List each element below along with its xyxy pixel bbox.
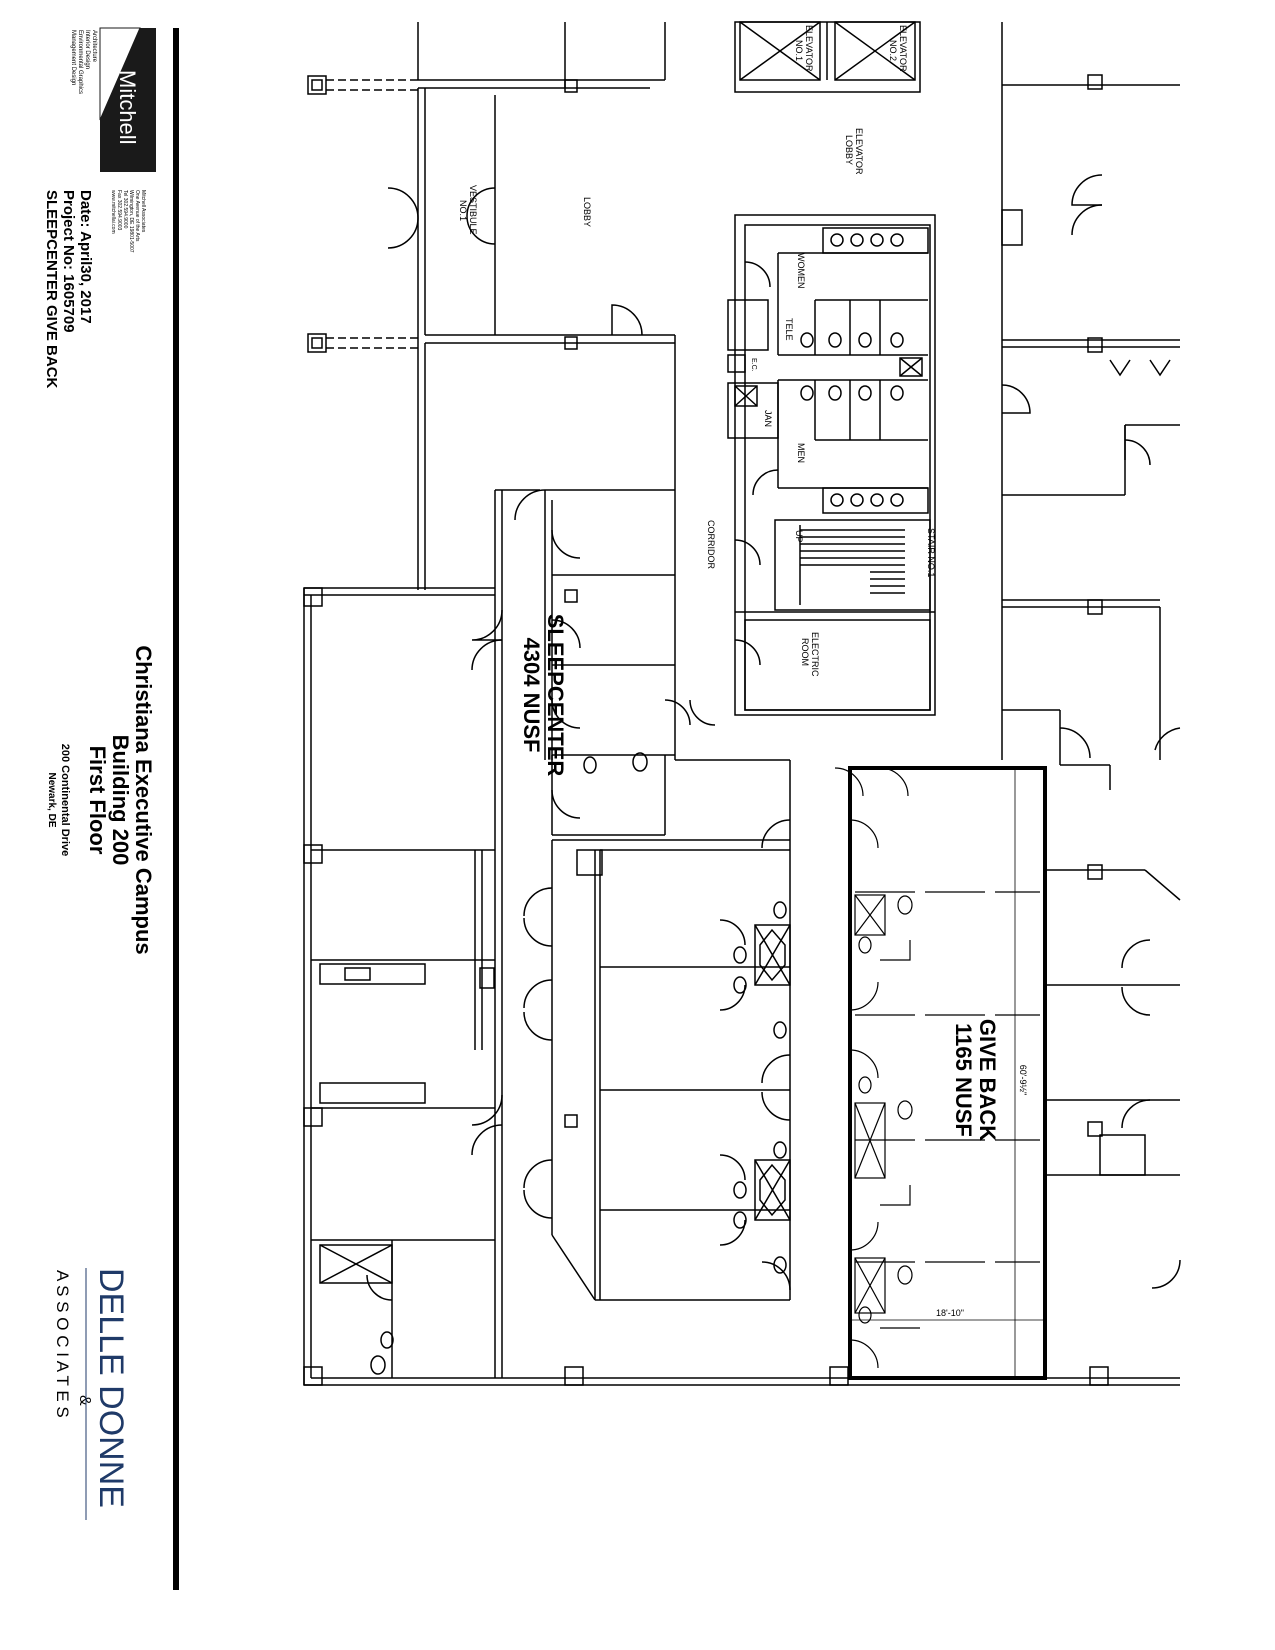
broker-subtitle: A S S O C I A T E S: [53, 1270, 72, 1418]
label-electric-room: ROOM: [800, 638, 810, 666]
delle-donne-logo: DELLE DONNE & A S S O C I A T E S: [53, 1268, 130, 1520]
firm-name: Mitchell: [115, 70, 140, 145]
mitchell-logo: Mitchell: [99, 27, 156, 172]
label-vestibule-no: NO.1: [458, 200, 468, 221]
firm-address-line: Wilmington, DE 19801-5007: [128, 190, 134, 253]
plan-walls: [303, 21, 1181, 1386]
label-elevator-1-no: NO.1: [794, 40, 804, 61]
project-name: Christiana Executive Campus: [131, 645, 156, 954]
label-ec: E.C.: [750, 358, 757, 372]
firm-address-line: Mitchell Associates: [140, 190, 146, 233]
firm-service-line: Architecture: [91, 30, 97, 63]
area-labels: SLEEPCENTER 4304 NUSF GIVE BACK 1165 NUS…: [519, 614, 1028, 1318]
firm-service-line: Management Design: [70, 30, 76, 85]
dimension-short: 18'-10": [936, 1308, 964, 1318]
firm-address-line: www.mitchellai.com: [110, 190, 116, 234]
project-number: Project No: 1605709: [60, 190, 77, 333]
label-elevator-1: ELEVATOR: [804, 25, 814, 72]
label-tele: TELE: [784, 318, 794, 341]
label-stair-up: UP: [794, 530, 804, 543]
project-title: Christiana Executive Campus Building 200…: [46, 645, 156, 954]
firm-services: Architecture Interior Design Environment…: [70, 30, 97, 94]
dimension-long: 60'-9½": [1018, 1065, 1028, 1095]
broker-name: DELLE DONNE: [92, 1268, 130, 1508]
label-jan: JAN: [763, 410, 773, 427]
label-men: MEN: [796, 443, 806, 463]
firm-address-line: One Avenue of the Arts: [134, 190, 140, 242]
label-corridor: CORRIDOR: [706, 520, 716, 569]
label-elevator-lobby-2: LOBBY: [844, 135, 854, 165]
label-lobby: LOBBY: [582, 197, 592, 227]
broker-ampersand: &: [76, 1395, 93, 1406]
sleepcenter-label: SLEEPCENTER: [543, 614, 568, 777]
label-electric: ELECTRIC: [810, 632, 820, 677]
street-address: 200 Continental Drive: [59, 744, 71, 856]
label-vestibule: VESTIBULE: [468, 185, 478, 235]
label-elevator-lobby: ELEVATOR: [854, 128, 864, 175]
room-labels: ELEVATOR NO.1 ELEVATOR NO.2 ELEVATOR LOB…: [458, 25, 936, 677]
giveback-area: 1165 NUSF: [951, 1023, 976, 1137]
label-women: WOMEN: [796, 253, 806, 289]
sheet-date: Date: April30, 2017: [77, 190, 94, 324]
give-back-area: [834, 766, 1047, 1380]
label-elevator-2: ELEVATOR: [898, 25, 908, 72]
city-state: Newark, DE: [46, 772, 57, 827]
label-stair: STAIR NO.1: [926, 528, 936, 577]
firm-address-line: Tel 302.594.9000: [122, 190, 128, 229]
title-block: Mitchell Architecture Interior Design En…: [43, 27, 179, 1590]
sheet-info: Date: April30, 2017 Project No: 1605709 …: [43, 190, 94, 389]
giveback-label: GIVE BACK: [975, 1019, 1000, 1141]
sleepcenter-area: 4304 NUSF: [519, 638, 544, 753]
sheet-title: SLEEPCENTER GIVE BACK: [43, 190, 60, 389]
firm-service-line: Environmental Graphics: [77, 30, 83, 94]
label-elevator-2-no: NO.2: [888, 40, 898, 61]
floor-name: First Floor: [85, 746, 110, 855]
building-name: Building 200: [108, 735, 133, 866]
firm-address: Mitchell Associates One Avenue of the Ar…: [110, 190, 146, 253]
firm-service-line: Interior Design: [84, 30, 90, 69]
firm-address-line: Fax 302.594.9003: [116, 190, 122, 231]
